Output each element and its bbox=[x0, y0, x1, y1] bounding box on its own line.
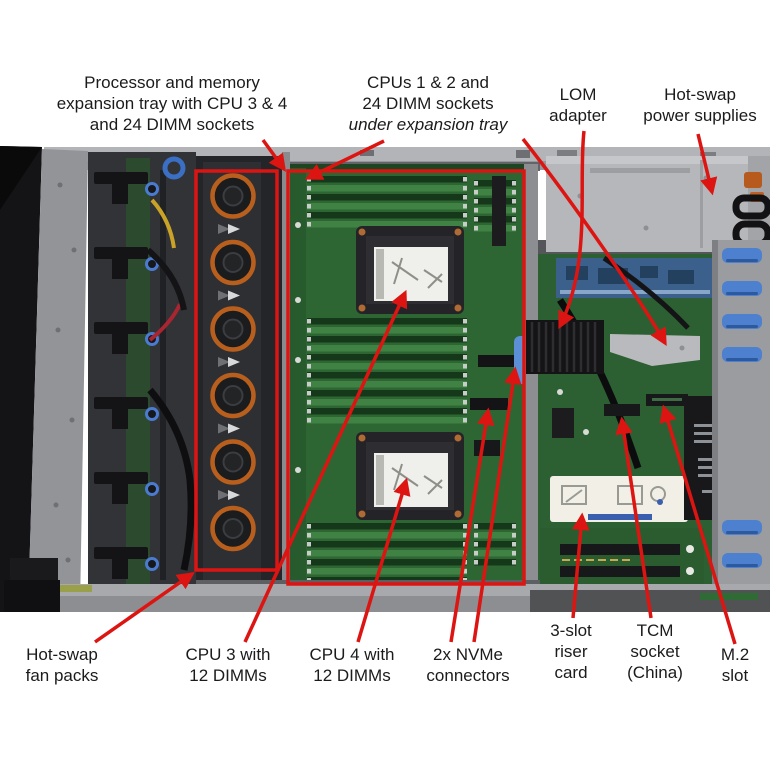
chassis-bottom-rail bbox=[4, 558, 770, 612]
label-line: power supplies bbox=[643, 106, 757, 125]
arrow-riser bbox=[571, 512, 590, 619]
label-power-supplies: Hot-swap power supplies bbox=[643, 84, 756, 126]
label-line: expansion tray with CPU 3 & 4 bbox=[56, 94, 288, 113]
label-line: TCM bbox=[636, 621, 674, 640]
drive-bay bbox=[88, 152, 196, 598]
label-line: Hot-swap bbox=[26, 645, 98, 664]
label-line: 3-slot bbox=[550, 621, 592, 640]
fan-packs bbox=[210, 173, 256, 552]
arrow-m2 bbox=[659, 404, 737, 645]
label-line: adapter bbox=[549, 106, 607, 125]
lom-bracket bbox=[610, 334, 700, 366]
psu-handle bbox=[732, 194, 770, 220]
label-line: Hot-swap bbox=[664, 85, 736, 104]
arrow-expansion-tray bbox=[261, 138, 287, 172]
rear-riser-latches bbox=[722, 248, 762, 568]
arrow-cpus-1-2 bbox=[304, 139, 385, 180]
label-line: slot bbox=[721, 666, 749, 685]
front-bezel bbox=[0, 146, 88, 612]
cpu4-heatsink bbox=[356, 432, 464, 520]
drive-latches bbox=[94, 172, 159, 579]
expansion-tray-box bbox=[286, 169, 526, 586]
arrow-nvme-1 bbox=[449, 407, 495, 643]
label-line: Processor and memory bbox=[84, 73, 260, 92]
drive-backplane bbox=[126, 158, 150, 594]
edge-connector bbox=[492, 176, 506, 246]
label-line: 24 DIMM sockets bbox=[362, 94, 494, 113]
label-line: 12 DIMMs bbox=[189, 666, 267, 685]
label-expansion-tray: Processor and memory expansion tray with… bbox=[57, 72, 288, 135]
label-line: 12 DIMMs bbox=[313, 666, 391, 685]
arrow-cpu3 bbox=[243, 289, 408, 643]
label-line: CPUs 1 & 2 and bbox=[367, 73, 489, 92]
label-line: socket bbox=[630, 642, 680, 661]
label-line-italic: under expansion tray bbox=[348, 115, 508, 134]
tray-wall bbox=[524, 164, 538, 590]
arrow-tcm bbox=[615, 416, 653, 619]
label-fan-packs: Hot-swap fan packs bbox=[26, 644, 99, 686]
label-riser: 3-slot riser card bbox=[550, 620, 592, 683]
label-tcm: TCM socket (China) bbox=[627, 620, 683, 683]
label-line: CPU 3 with bbox=[185, 645, 271, 664]
power-cable-red bbox=[148, 303, 182, 342]
arrow-nvme-2 bbox=[472, 366, 522, 643]
fan-cage bbox=[196, 156, 282, 598]
label-line: fan packs bbox=[25, 666, 99, 685]
tcm-socket bbox=[604, 404, 640, 416]
label-line: LOM bbox=[559, 85, 597, 104]
fan-zone-box bbox=[194, 169, 279, 572]
dimm-banks bbox=[307, 176, 467, 584]
label-line: 2x NVMe bbox=[433, 645, 503, 664]
signal-cable-black-2 bbox=[146, 247, 187, 311]
label-cpus-1-2: CPUs 1 & 2 and 24 DIMM sockets under exp… bbox=[349, 72, 508, 135]
riser-card-area bbox=[540, 528, 704, 588]
expansion-tray bbox=[290, 164, 530, 590]
signal-cable-black bbox=[147, 387, 195, 571]
nvme-connector-1 bbox=[478, 355, 514, 367]
rack-ear bbox=[4, 558, 60, 612]
arrow-cpu4 bbox=[356, 477, 411, 643]
arrow-fan-packs bbox=[93, 571, 195, 644]
power-cable-yellow bbox=[150, 198, 176, 249]
cable-ring-blue bbox=[162, 156, 186, 180]
label-nvme: 2x NVMe connectors bbox=[426, 644, 509, 686]
arrow-power-supplies bbox=[696, 133, 718, 196]
arrow-lom-adapter bbox=[558, 130, 586, 330]
power-supply bbox=[538, 156, 770, 256]
chassis-divider bbox=[282, 152, 290, 598]
label-line: CPU 4 with bbox=[309, 645, 395, 664]
label-line: riser bbox=[554, 642, 588, 661]
label-line: (China) bbox=[627, 663, 683, 682]
label-cpu3: CPU 3 with 12 DIMMs bbox=[185, 644, 270, 686]
psu-release-tab-orange bbox=[744, 172, 762, 188]
label-m2: M.2 slot bbox=[721, 644, 749, 686]
nvme-connector-2 bbox=[470, 398, 508, 410]
label-line: card bbox=[554, 663, 588, 682]
label-line: connectors bbox=[426, 666, 510, 685]
label-line: and 24 DIMM sockets bbox=[89, 115, 255, 134]
arrow-lom-adapter-bracket bbox=[521, 137, 667, 347]
cpu3-heatsink bbox=[356, 226, 464, 314]
riser-instruction-label bbox=[550, 476, 688, 522]
label-cpu4: CPU 4 with 12 DIMMs bbox=[309, 644, 394, 686]
label-line: M.2 bbox=[720, 645, 750, 664]
rear-wall bbox=[712, 240, 770, 598]
label-lom-adapter: LOM adapter bbox=[549, 84, 607, 126]
